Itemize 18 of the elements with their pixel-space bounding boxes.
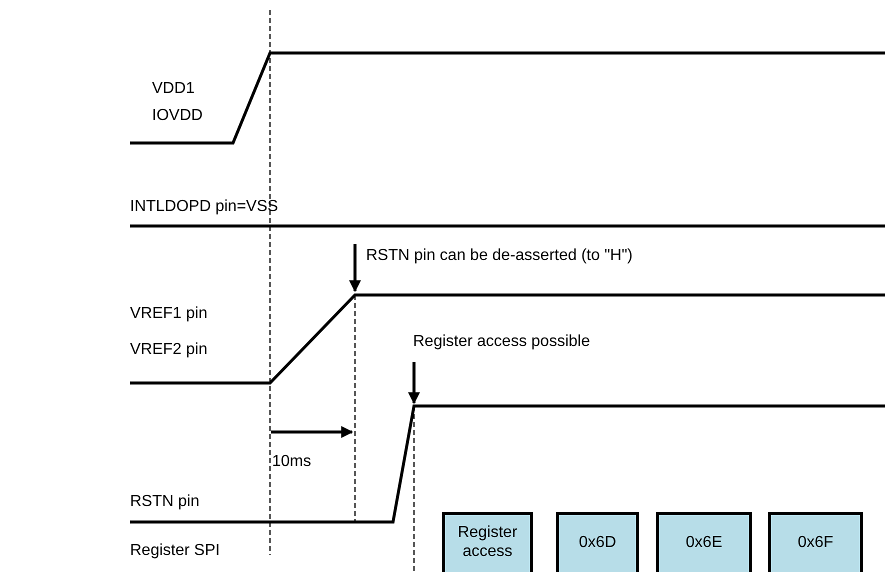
signal-name: INTLDOPD pin=VSS [130,199,278,215]
annotation: Register access possible [413,334,590,350]
signal-name: Register SPI [130,543,220,559]
register-block [768,512,863,572]
register-block [656,512,752,572]
register-block [442,512,533,572]
block-label: 0x6F [798,533,834,552]
block-label: 0x6D [578,533,616,552]
signal-name: IOVDD [152,108,203,124]
time-label: 10ms [272,454,312,470]
annotation: RSTN pin can be de-asserted (to "H") [366,248,633,264]
signal-name: VDD1 [152,81,195,97]
block-label: 0x6E [686,533,722,552]
signal-name: RSTN pin [130,494,200,510]
signal-name: VREF2 pin [130,342,208,358]
register-block [556,512,639,572]
signal-name: VREF1 pin [130,306,208,322]
block-label: Register access [456,523,518,562]
